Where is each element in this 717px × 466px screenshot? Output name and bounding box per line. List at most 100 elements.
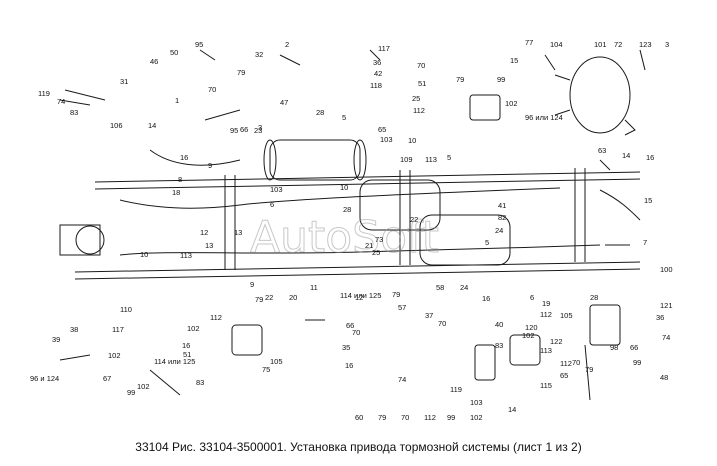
callout-label: 74 <box>662 333 670 342</box>
callout-label: 79 <box>585 365 593 374</box>
callout-label: 79 <box>378 413 386 422</box>
callout-label: 23 <box>254 126 262 135</box>
frame-rail-upper <box>94 171 641 183</box>
callout-label: 120 <box>525 323 538 332</box>
callout-label: 113 <box>540 346 552 355</box>
callout-label: 6 <box>530 293 534 302</box>
callout-label: 102 <box>505 99 518 108</box>
callout-label: 73 <box>375 235 383 244</box>
callout-label: 15 <box>510 56 518 65</box>
callout-label: 113 <box>425 155 437 164</box>
callout-label: 119 <box>38 89 50 98</box>
callout-label: 51 <box>418 79 426 88</box>
callout-label: 114 или 125 <box>340 291 381 300</box>
callout-label: 1 <box>175 96 179 105</box>
callout-label: 112 <box>560 359 572 368</box>
callout-label: 65 <box>378 125 386 134</box>
callout-label: 24 <box>460 283 468 292</box>
callout-label: 3 <box>665 40 669 49</box>
callout-label: 103 <box>270 185 283 194</box>
callout-label: 83 <box>196 378 204 387</box>
callout-label: 25 <box>412 94 420 103</box>
callout-label: 102 <box>137 382 150 391</box>
callout-label: 66 <box>630 343 638 352</box>
callout-label: 35 <box>342 343 350 352</box>
callout-label: 13 <box>234 228 242 237</box>
callout-label: 83 <box>70 108 78 117</box>
callout-label: 74 <box>398 375 406 384</box>
callout-label: 10 <box>140 250 148 259</box>
callout-label: 25 <box>372 248 380 257</box>
callout-label: 70 <box>352 328 360 337</box>
callout-label: 10 <box>340 183 348 192</box>
callout-label: 106 <box>110 121 123 130</box>
callout-label: 75 <box>262 365 270 374</box>
callout-label: 3 <box>258 123 262 132</box>
callout-label: 15 <box>644 196 652 205</box>
callout-label: 96 и 124 <box>30 374 59 383</box>
callout-label: 16 <box>182 341 190 350</box>
callout-label: 31 <box>120 77 128 86</box>
callout-label: 100 <box>660 265 673 274</box>
callout-label: 2 <box>285 40 289 49</box>
callout-label: 102 <box>470 413 483 422</box>
air-tank-3 <box>419 214 511 266</box>
callout-label: 77 <box>525 38 533 47</box>
callout-label: 47 <box>280 98 288 107</box>
figure-caption: 33104 Рис. 33104-3500001. Установка прив… <box>135 440 582 454</box>
callout-label: 105 <box>270 357 283 366</box>
callout-label: 48 <box>660 373 668 382</box>
callout-label: 115 <box>540 381 552 390</box>
callout-label: 37 <box>425 311 433 320</box>
frame-rail-lower <box>74 261 641 273</box>
callout-label: 109 <box>400 155 413 164</box>
callout-label: 11 <box>310 283 318 292</box>
callout-label: 57 <box>398 303 406 312</box>
callout-label: 9 <box>208 161 212 170</box>
callout-label: 117 <box>112 325 124 334</box>
callout-label: 79 <box>456 75 464 84</box>
callout-label: 105 <box>560 311 573 320</box>
callout-label: 7 <box>643 238 647 247</box>
callout-label: 83 <box>495 341 503 350</box>
callout-label: 104 <box>550 40 563 49</box>
callout-label: 42 <box>374 69 382 78</box>
callout-label: 21 <box>365 241 373 250</box>
callout-label: 79 <box>255 295 263 304</box>
callout-label: 103 <box>470 398 483 407</box>
callout-label: 102 <box>522 331 535 340</box>
callout-label: 20 <box>289 293 297 302</box>
callout-label: 123 <box>639 40 652 49</box>
callout-label: 63 <box>598 146 606 155</box>
callout-label: 22 <box>265 293 273 302</box>
brake-chamber <box>569 56 631 134</box>
callout-label: 66 <box>240 125 248 134</box>
callout-label: 66 <box>346 321 354 330</box>
callout-label: 13 <box>205 241 213 250</box>
callout-label: 112 <box>413 106 425 115</box>
callout-label: 10 <box>408 136 416 145</box>
callout-label: 70 <box>417 61 425 70</box>
callout-label: 5 <box>485 238 489 247</box>
callout-label: 19 <box>542 299 550 308</box>
callout-label: 118 <box>370 81 382 90</box>
callout-label: 22 <box>410 215 418 224</box>
callout-label: 28 <box>343 205 351 214</box>
callout-label: 12 <box>355 293 363 302</box>
callout-label: 36 <box>656 313 664 322</box>
callout-label: 16 <box>345 361 353 370</box>
callout-label: 121 <box>660 301 673 310</box>
callout-label: 40 <box>495 320 503 329</box>
callout-label: 82 <box>498 213 506 222</box>
callout-label: 14 <box>148 121 156 130</box>
callout-label: 5 <box>447 153 451 162</box>
callout-label: 114 или 125 <box>154 357 195 366</box>
callout-label: 70 <box>208 85 216 94</box>
callout-label: 50 <box>170 48 178 57</box>
air-tank-1 <box>269 139 361 181</box>
callout-label: 96 или 124 <box>525 113 563 122</box>
callout-label: 112 <box>210 313 222 322</box>
callout-label: 101 <box>594 40 607 49</box>
